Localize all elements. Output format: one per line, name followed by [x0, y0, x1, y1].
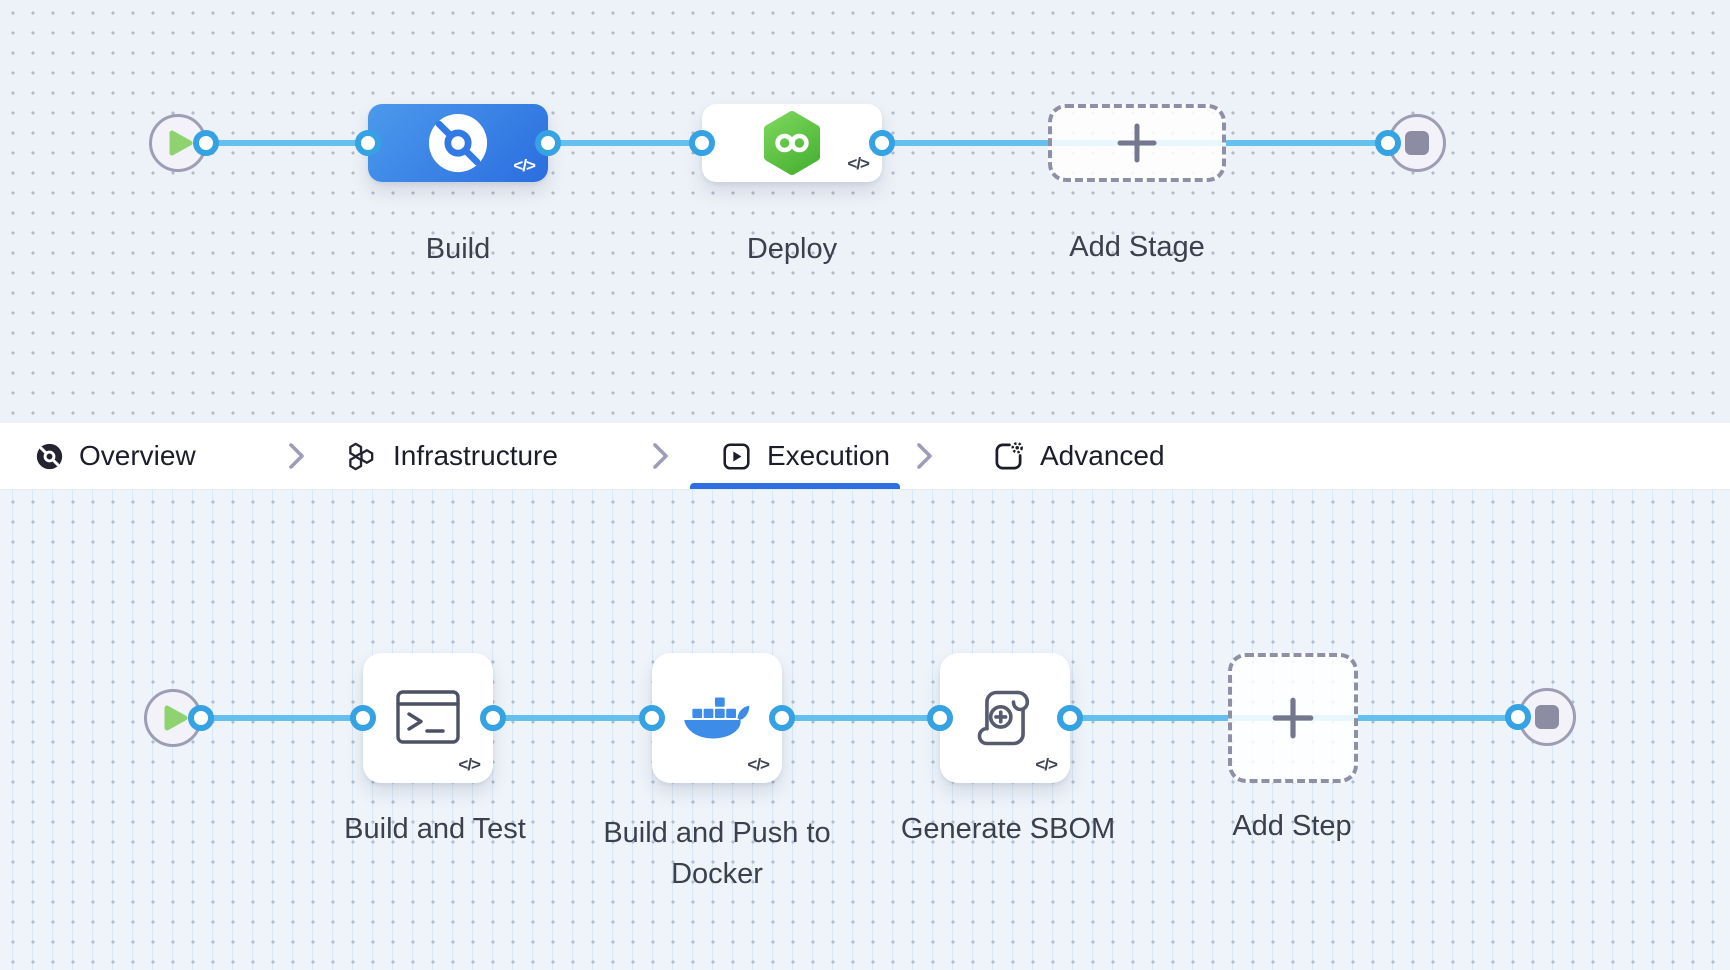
port[interactable] — [689, 130, 715, 156]
connector-build-deploy — [548, 140, 702, 146]
port[interactable] — [639, 705, 665, 731]
terminal-icon — [396, 690, 460, 744]
stop-icon — [1535, 705, 1559, 729]
stage-label: Add Stage — [1069, 231, 1205, 263]
port[interactable] — [927, 705, 953, 731]
tab-label: Advanced — [1040, 440, 1165, 471]
add-stage-button[interactable] — [1048, 104, 1226, 182]
infrastructure-icon — [349, 442, 374, 470]
port[interactable] — [769, 705, 795, 731]
cd-harness-icon — [764, 111, 820, 175]
tab-infrastructure[interactable]: Infrastructure — [346, 423, 558, 489]
chevron-right-icon — [288, 423, 305, 489]
pipeline-start-node[interactable] — [149, 114, 207, 172]
step-label: Build and Push to Docker — [603, 817, 831, 891]
connector — [493, 715, 652, 721]
port[interactable] — [1375, 130, 1401, 156]
chevron-right-icon — [916, 423, 933, 489]
port[interactable] — [350, 705, 376, 731]
step-card-generate-sbom[interactable]: </> — [940, 653, 1070, 783]
step-card-build-and-test[interactable]: </> — [363, 653, 493, 783]
connector-start-build — [206, 140, 368, 146]
stage-canvas[interactable]: </> </> — [0, 0, 1730, 423]
port[interactable] — [480, 705, 506, 731]
step-label: Generate SBOM — [900, 813, 1116, 845]
step-card-build-and-push-docker[interactable]: </> — [652, 653, 782, 783]
sbom-scroll-icon — [977, 690, 1030, 746]
stage-label: Deploy — [746, 233, 838, 265]
tab-label: Infrastructure — [393, 440, 558, 471]
stage-config-tabbar: Overview Infrastructure Execution — [0, 423, 1730, 490]
execution-icon — [723, 442, 750, 470]
step-yaml-toggle[interactable]: </> — [458, 755, 481, 774]
stage-card-build[interactable]: </> — [368, 104, 548, 182]
stage-label: Build — [425, 233, 491, 265]
port[interactable] — [193, 130, 219, 156]
step-yaml-toggle[interactable]: </> — [1035, 755, 1058, 774]
execution-canvas[interactable]: </> </> — [0, 489, 1730, 970]
stage-yaml-toggle[interactable]: </> — [847, 154, 870, 173]
stop-icon — [1405, 131, 1429, 155]
connector — [201, 715, 363, 721]
play-icon — [164, 705, 187, 731]
plus-icon — [1117, 123, 1157, 163]
port[interactable] — [535, 130, 561, 156]
tab-advanced[interactable]: Advanced — [993, 423, 1165, 489]
tab-label: Overview — [79, 440, 196, 471]
tab-overview[interactable]: Overview — [36, 423, 196, 489]
port[interactable] — [1505, 704, 1531, 730]
tab-label: Execution — [767, 440, 890, 471]
advanced-icon — [995, 441, 1023, 469]
stage-card-deploy[interactable]: </> — [702, 104, 882, 182]
active-tab-indicator — [690, 483, 900, 489]
port[interactable] — [869, 130, 895, 156]
port[interactable] — [188, 705, 214, 731]
docker-icon — [684, 697, 750, 739]
step-yaml-toggle[interactable]: </> — [747, 755, 770, 774]
step-label: Add Step — [1232, 810, 1352, 842]
overview-icon — [36, 443, 63, 469]
connector — [782, 715, 940, 721]
tab-execution[interactable]: Execution — [722, 423, 890, 489]
port[interactable] — [1057, 705, 1083, 731]
ci-build-icon — [428, 113, 488, 173]
step-label: Build and Test — [344, 813, 526, 845]
port[interactable] — [355, 130, 381, 156]
chevron-right-icon — [652, 423, 669, 489]
add-step-button[interactable] — [1228, 653, 1358, 783]
plus-icon — [1272, 697, 1314, 739]
play-icon — [169, 130, 192, 156]
stage-yaml-toggle[interactable]: </> — [513, 156, 536, 175]
